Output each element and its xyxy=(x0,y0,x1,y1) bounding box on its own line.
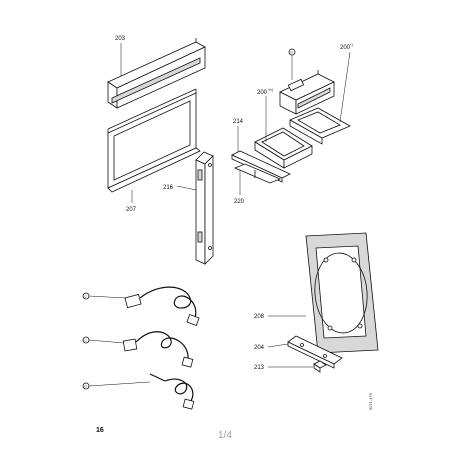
part-220-clip xyxy=(233,163,282,184)
part-207-lower-panel xyxy=(107,88,201,193)
leader-marker-c2 xyxy=(88,339,125,344)
callout-200-top-sup: *) xyxy=(350,42,354,47)
part-213-clip xyxy=(313,360,327,373)
part-200-right-bracket xyxy=(289,107,351,145)
page-counter: 1/4 xyxy=(218,430,232,441)
leader-200-top xyxy=(339,51,351,123)
marker-c1: c xyxy=(85,294,87,299)
leader-marker-c1 xyxy=(88,295,127,299)
callout-207: 207 xyxy=(126,207,137,213)
callout-200-mid: 200 xyxy=(257,90,268,96)
callout-200-mid-sup: *b) xyxy=(268,87,274,92)
callout-200-top: 200 xyxy=(340,45,351,51)
drawing-code: 9071-479 xyxy=(368,392,373,410)
part-203-upper-panel xyxy=(107,38,206,109)
marker-b-top: b xyxy=(291,50,294,55)
part-200-tray xyxy=(254,127,313,169)
callout-204: 204 xyxy=(254,345,265,351)
cable-harness-c1 xyxy=(124,286,200,326)
cable-harness-c2 xyxy=(122,331,194,368)
callout-203: 203 xyxy=(115,36,126,42)
callout-214: 214 xyxy=(233,119,244,125)
leader-204 xyxy=(267,343,289,348)
page-number: 16 xyxy=(96,427,104,434)
callout-213: 213 xyxy=(254,365,265,371)
cable-harness-b xyxy=(149,373,195,410)
part-204-hinge-strip xyxy=(287,335,343,369)
part-216-vertical-rail xyxy=(195,151,214,265)
callout-208: 208 xyxy=(254,314,265,320)
part-200-control-housing xyxy=(279,70,335,115)
part-208-gasket-frame xyxy=(305,232,379,354)
leader-216 xyxy=(176,185,197,191)
marker-b: b xyxy=(85,384,88,389)
marker-c2: c xyxy=(85,338,87,343)
callout-220: 220 xyxy=(234,199,245,205)
callout-216: 216 xyxy=(163,185,174,191)
leader-marker-b xyxy=(88,381,151,387)
